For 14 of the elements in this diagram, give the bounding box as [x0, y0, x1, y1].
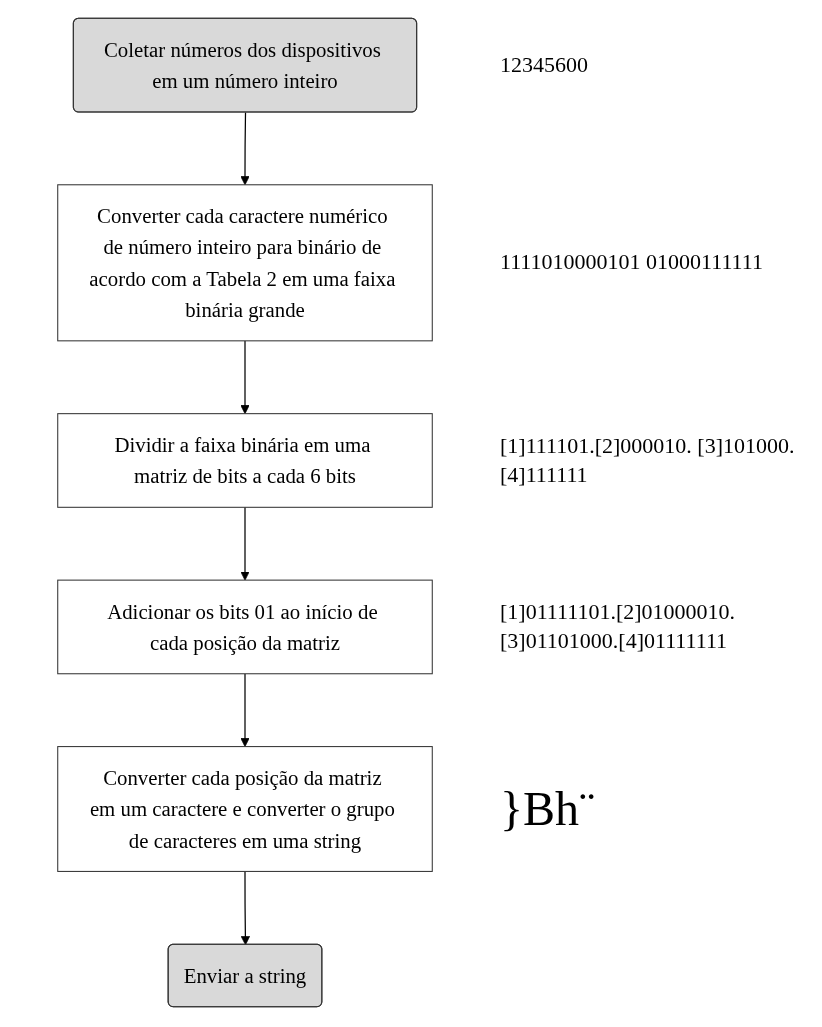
- example-value: [1]01111101.[2]01000010. [3]01101000.[4]01111111: [500, 598, 737, 656]
- example-value: 1111010000101 01000111111: [500, 248, 763, 277]
- arrow: [240, 673, 250, 747]
- node-box: Converter cada caractere numérico de número inteiro para binário de acordo com a Tabela 2 em uma faixa binária grande: [57, 184, 433, 342]
- example-value: 12345600: [500, 50, 588, 79]
- example-value: [1]111101.[2]000010. [3]101000.[4]111111: [500, 431, 796, 489]
- arrow: [240, 340, 250, 415]
- node-box: Converter cada posição da matriz em um caractere e converter o grupo de caracteres em uma string: [57, 746, 433, 872]
- node-box: Dividir a faixa binária em uma matriz de bits a cada 6 bits: [57, 413, 433, 508]
- example-value: }Bh¨: [500, 781, 596, 837]
- arrow: [240, 870, 250, 946]
- node-box: Adicionar os bits 01 ao início de cada posição da matriz: [57, 579, 433, 675]
- arrow: [240, 111, 250, 186]
- arrow: [240, 506, 250, 581]
